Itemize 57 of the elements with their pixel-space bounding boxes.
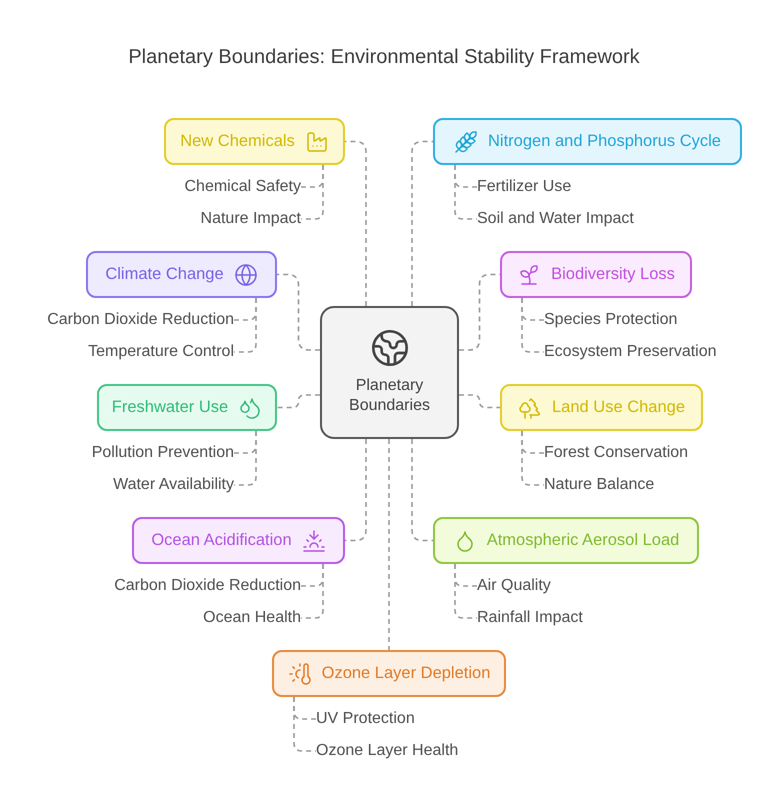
category-box bbox=[433, 517, 699, 564]
sub-item-text: Temperature Control bbox=[88, 342, 234, 362]
connector bbox=[411, 439, 433, 542]
connector bbox=[459, 394, 500, 408]
connector bbox=[277, 274, 320, 351]
connector bbox=[345, 140, 367, 306]
category-box bbox=[164, 118, 345, 165]
sub-item-text: Water Availability bbox=[113, 475, 234, 495]
sub-item-text: Nature Balance bbox=[544, 475, 654, 495]
sub-item-text: Carbon Dioxide Reduction bbox=[47, 310, 234, 330]
category-box bbox=[500, 384, 703, 431]
connector bbox=[301, 564, 324, 619]
category-box bbox=[86, 251, 277, 298]
sub-item-text: Ocean Health bbox=[203, 608, 301, 628]
sub-item-text: UV Protection bbox=[316, 709, 415, 729]
sub-item-text: Nature Impact bbox=[200, 209, 301, 229]
sub-item-text: Forest Conservation bbox=[544, 443, 688, 463]
connector bbox=[454, 165, 477, 220]
connector bbox=[521, 298, 544, 353]
connector bbox=[293, 697, 316, 752]
sub-item-text: Fertilizer Use bbox=[477, 177, 572, 197]
connector bbox=[345, 439, 367, 542]
center-label: Planetary Boundaries bbox=[348, 376, 431, 416]
category-label: Atmospheric Aerosol Load bbox=[486, 531, 680, 550]
category-box bbox=[433, 118, 742, 165]
category-label: Freshwater Use bbox=[112, 398, 228, 417]
category-label: Ocean Acidification bbox=[151, 531, 292, 550]
sub-item-text: Carbon Dioxide Reduction bbox=[114, 576, 301, 596]
sub-item-text: Soil and Water Impact bbox=[477, 209, 634, 229]
sub-item-text: Air Quality bbox=[477, 576, 551, 596]
sub-item-text: Rainfall Impact bbox=[477, 608, 583, 628]
category-label: New Chemicals bbox=[180, 132, 295, 151]
sub-item-text: Ozone Layer Health bbox=[316, 741, 458, 761]
diagram-title: Planetary Boundaries: Environmental Stability Framework bbox=[128, 46, 640, 69]
sub-item-text: Chemical Safety bbox=[184, 177, 301, 197]
category-box bbox=[132, 517, 345, 564]
category-label: Ozone Layer Depletion bbox=[322, 664, 490, 683]
category-label: Nitrogen and Phosphorus Cycle bbox=[488, 132, 721, 151]
connector bbox=[454, 564, 477, 619]
category-label: Climate Change bbox=[105, 265, 224, 284]
category-label: Land Use Change bbox=[552, 398, 685, 417]
center-box bbox=[320, 306, 459, 439]
sub-item-text: Species Protection bbox=[544, 310, 678, 330]
connector bbox=[521, 431, 544, 486]
connector bbox=[459, 274, 500, 351]
category-box bbox=[272, 650, 506, 697]
connector bbox=[277, 394, 320, 408]
connector bbox=[234, 431, 257, 486]
connector bbox=[301, 165, 324, 220]
connector bbox=[388, 439, 390, 650]
category-label: Biodiversity Loss bbox=[551, 265, 675, 284]
category-box bbox=[97, 384, 277, 431]
sub-item-text: Ecosystem Preservation bbox=[544, 342, 717, 362]
sub-item-text: Pollution Prevention bbox=[92, 443, 234, 463]
connector bbox=[234, 298, 257, 353]
category-box bbox=[500, 251, 692, 298]
connector bbox=[411, 140, 433, 306]
